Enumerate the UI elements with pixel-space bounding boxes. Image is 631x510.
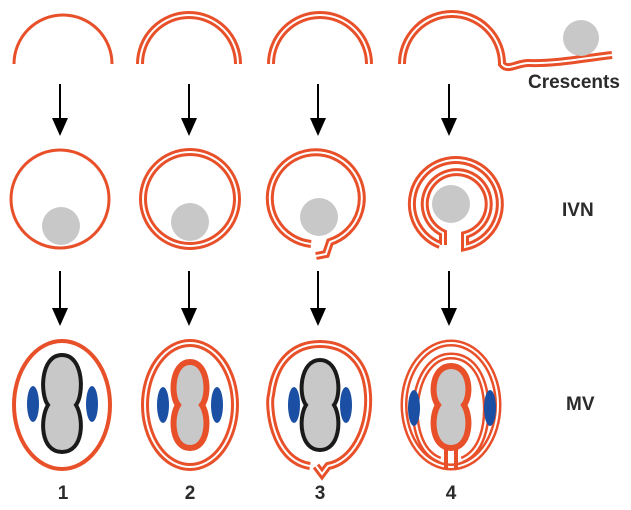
crescent-2 — [140, 15, 238, 64]
mv-1 — [14, 341, 110, 469]
column-label-2: 2 — [170, 483, 210, 505]
crescent-parasite — [563, 20, 599, 56]
crescent-3 — [271, 15, 369, 64]
column-label-4: 4 — [431, 483, 471, 505]
row-label-crescents: Crescents — [528, 72, 620, 94]
mv-4 — [404, 343, 498, 468]
row-label-mv: MV — [566, 394, 595, 416]
mv-3 — [270, 344, 368, 474]
ivn-parasite-4 — [432, 185, 470, 223]
ivn-parasite-2 — [171, 203, 209, 241]
row-label-ivn: IVN — [562, 200, 594, 222]
column-label-1: 1 — [43, 483, 83, 505]
column-label-3: 3 — [300, 483, 340, 505]
ivn-parasite-3 — [300, 198, 338, 236]
mv-2 — [145, 343, 235, 467]
crescent-1 — [14, 15, 112, 64]
ivn-parasite-1 — [42, 207, 80, 245]
